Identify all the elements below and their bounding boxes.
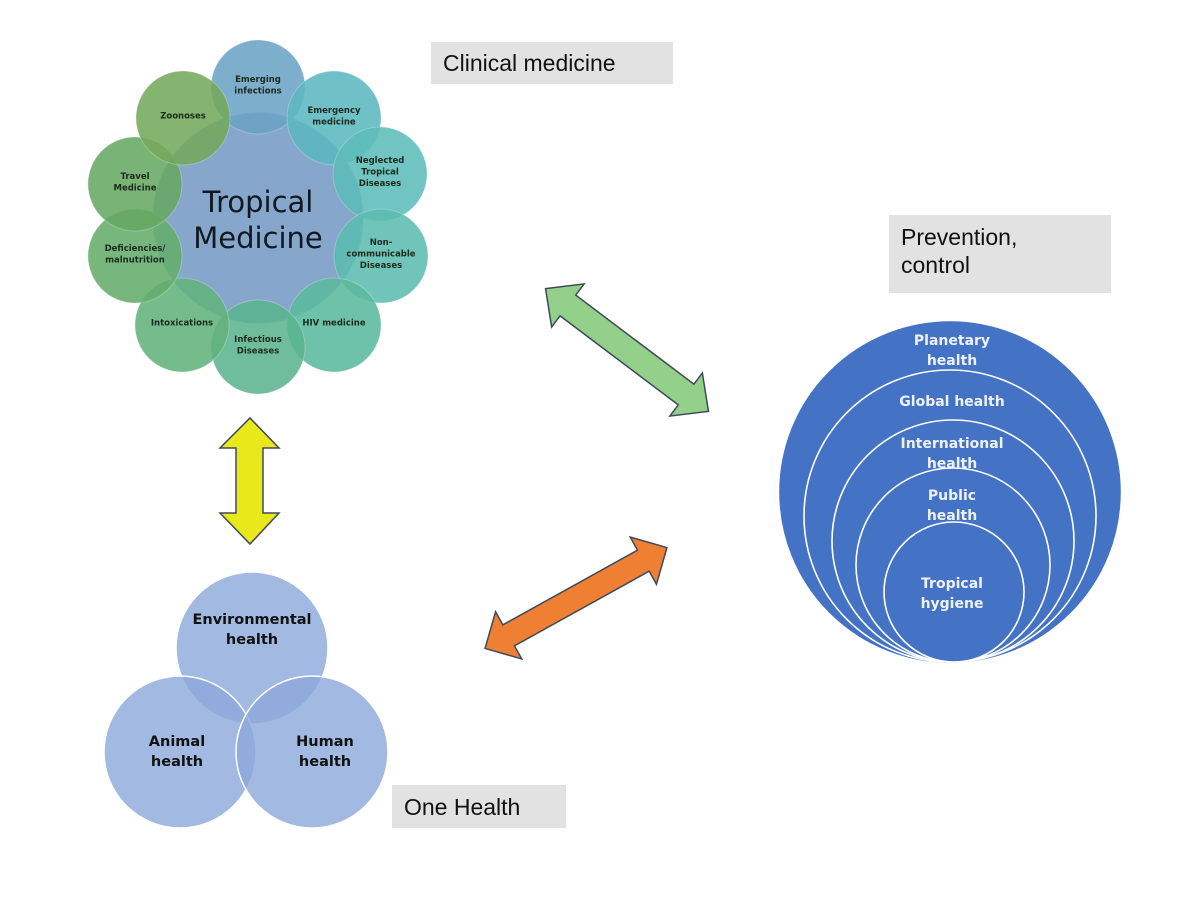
petal-label: Intoxications (151, 319, 213, 329)
venn-circle-label: Human (296, 734, 354, 750)
petal-label: HIV medicine (302, 319, 365, 329)
petal-item (134, 277, 230, 373)
prevention-label-line1: Prevention, (901, 224, 1018, 250)
onion-layer-label: health (927, 456, 977, 472)
onion-layer-label: health (927, 353, 977, 369)
petal-label: Neglected (356, 156, 405, 166)
green-double-arrow (544, 282, 710, 418)
onion-layer-label: International (900, 436, 1003, 452)
petal-label: communicable (346, 250, 415, 260)
one-health-venn-diagram: EnvironmentalhealthAnimalhealthHumanheal… (103, 571, 389, 829)
venn-circle (235, 675, 389, 829)
petal-label: medicine (312, 117, 356, 127)
petal-circle (333, 208, 429, 304)
petal-label: Tropical (361, 168, 399, 178)
tropical-medicine-cluster: EmerginginfectionsEmergencymedicineNegle… (87, 39, 429, 395)
petal-label: Emerging (235, 75, 281, 85)
onion-layer-label: Global health (899, 394, 1004, 410)
onion-layer-label: hygiene (921, 596, 984, 612)
tropical-medicine-title-line2: Medicine (193, 221, 323, 255)
petal-label: Deficiencies/ (105, 244, 167, 254)
onion-layer-label: health (927, 508, 977, 524)
prevention-label-line2: control (901, 252, 971, 278)
venn-circle-label: health (226, 632, 278, 648)
petal-circle (87, 136, 183, 232)
clinical-medicine-label: Clinical medicine (431, 42, 673, 84)
onion-layer-circle (883, 521, 1025, 663)
tropical-medicine-petals: EmerginginfectionsEmergencymedicineNegle… (87, 39, 429, 395)
petal-label: malnutrition (105, 255, 165, 265)
petal-label: Emergency (307, 106, 361, 116)
onion-layer-label: Planetary (914, 333, 990, 349)
onion-layer-label: Tropical (921, 576, 983, 592)
yellow-double-arrow (218, 416, 281, 546)
venn-circle (103, 675, 257, 829)
petal-item (135, 70, 231, 166)
petal-circle (134, 277, 230, 373)
petal-label: Zoonoses (160, 112, 206, 122)
orange-double-arrow (484, 535, 668, 661)
petal-item (333, 208, 429, 304)
venn-circle-label: Animal (149, 734, 205, 750)
venn-circle-label: health (151, 754, 203, 770)
petal-label: infections (234, 86, 281, 96)
onion-layer-label: Public (928, 488, 976, 504)
petal-label: Diseases (360, 261, 402, 271)
venn-circle-label: health (299, 754, 351, 770)
petal-label: Diseases (359, 179, 401, 189)
prevention-control-label: Prevention, control (889, 215, 1111, 293)
petal-label: Infectious (234, 335, 282, 345)
petal-circle (135, 70, 231, 166)
petal-label: Diseases (237, 346, 279, 356)
petal-label: Non- (370, 238, 393, 248)
venn-circle-label: Environmental (192, 612, 311, 628)
petal-item (87, 136, 183, 232)
tropical-medicine-title-line1: Tropical (202, 185, 314, 219)
petal-label: Travel (120, 172, 149, 182)
one-health-label: One Health (392, 785, 566, 828)
petal-label: Medicine (114, 183, 157, 193)
